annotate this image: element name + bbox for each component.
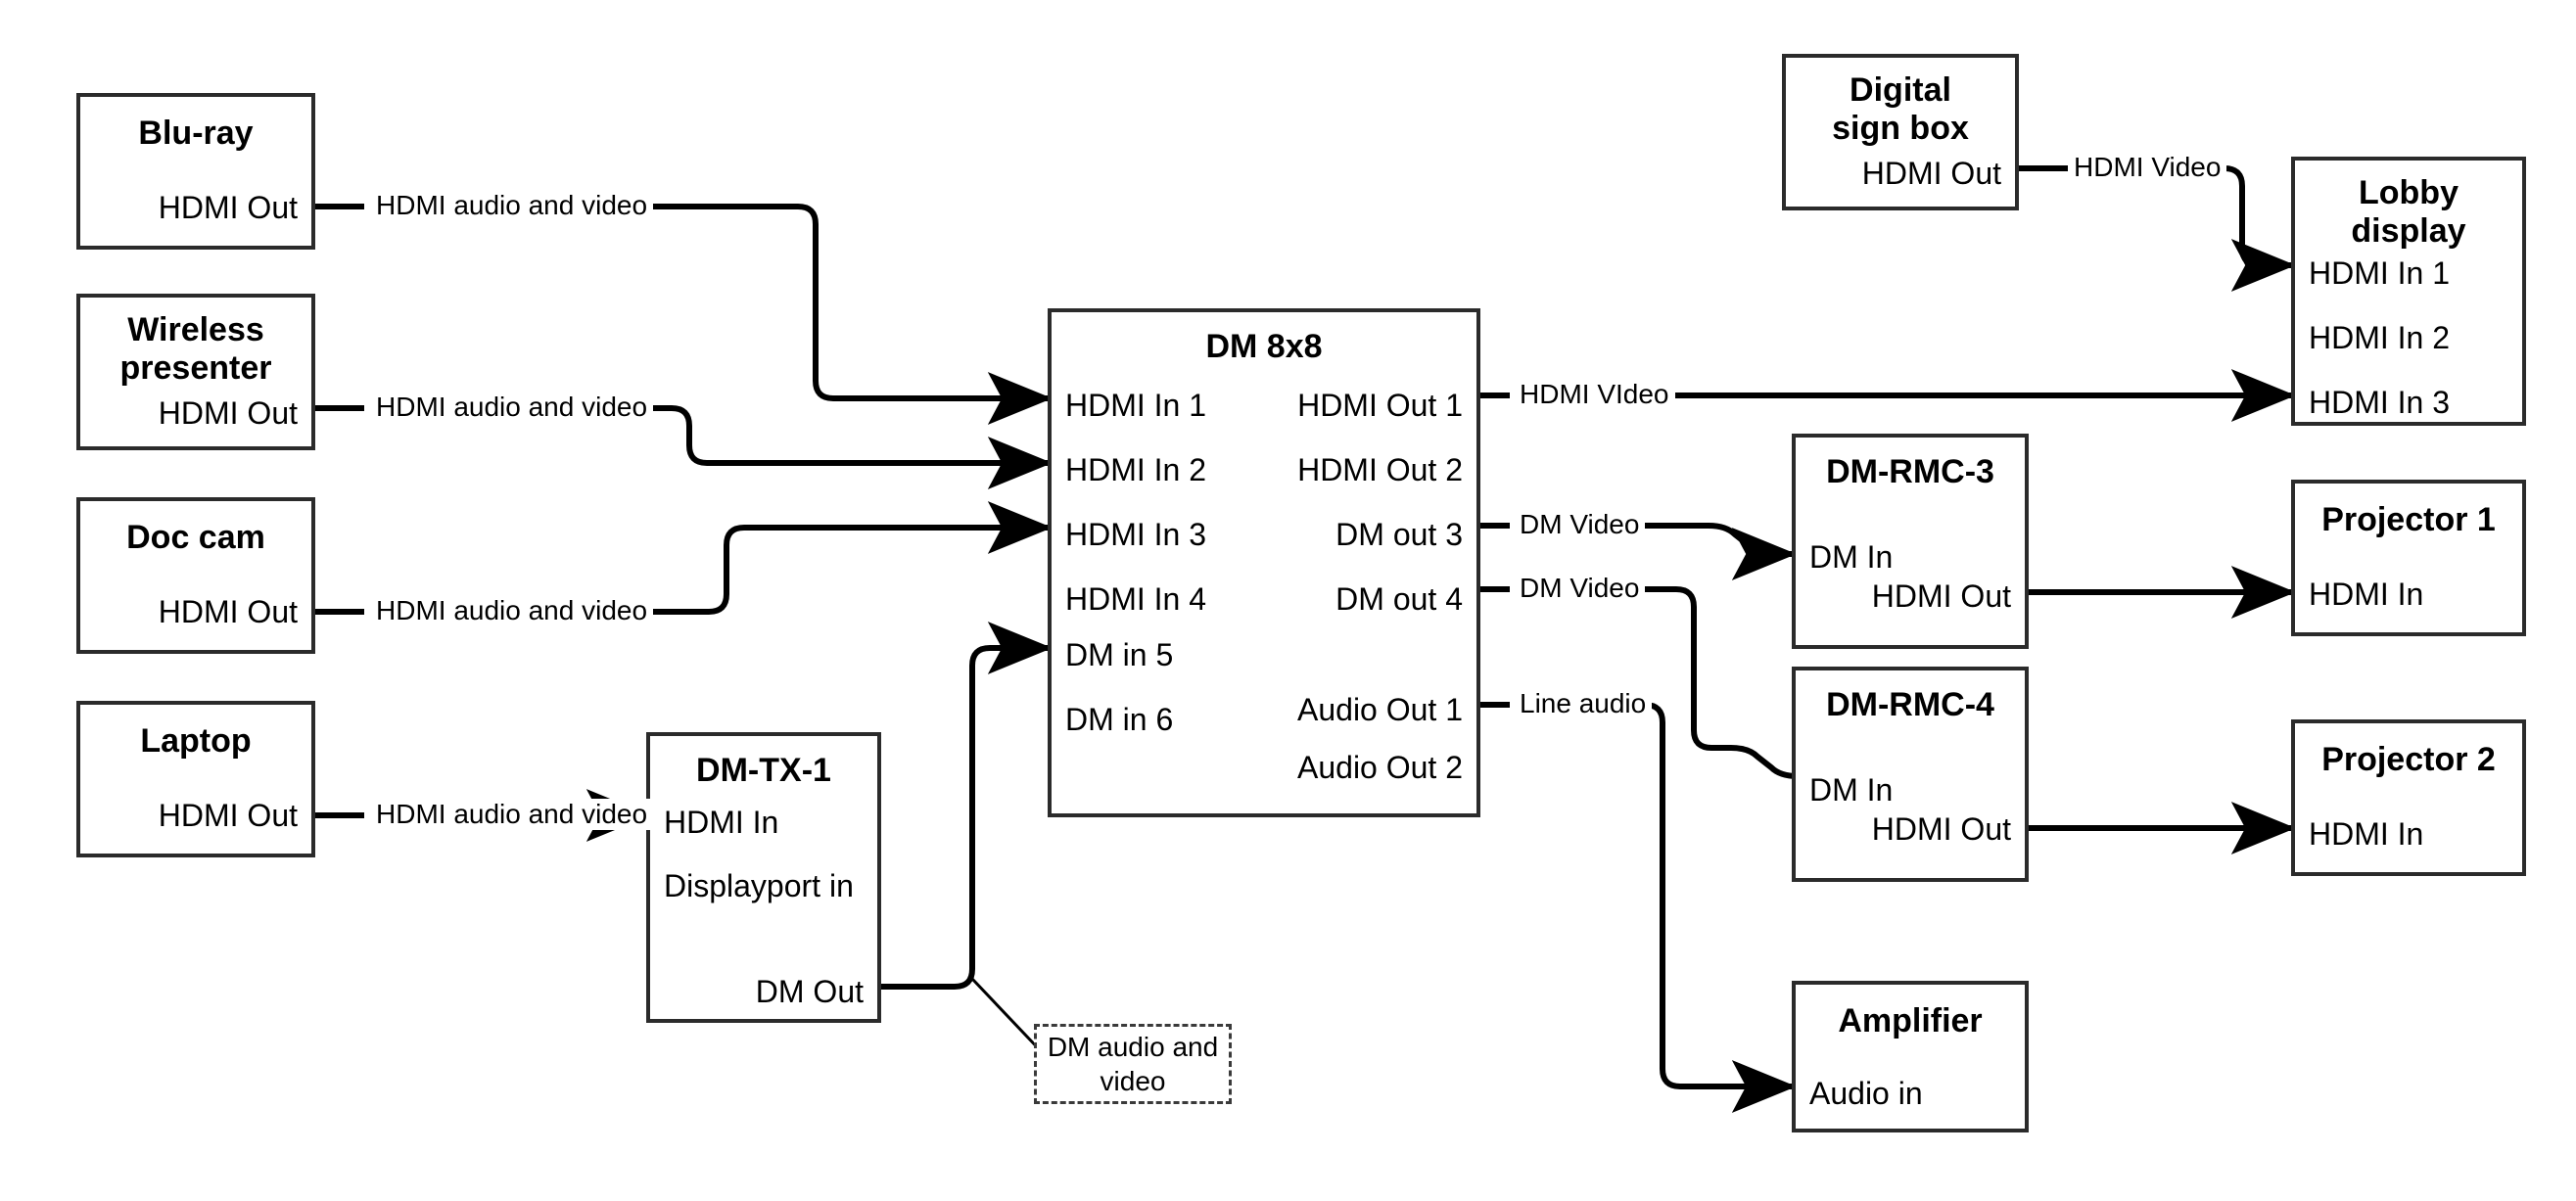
node-dm-rmc-4[interactable]: DM-RMC-4 DM In HDMI Out — [1792, 667, 2029, 882]
port-dmtx1-dm-out[interactable]: DM Out — [755, 974, 864, 1009]
node-digital-sign-box[interactable]: Digital sign box HDMI Out — [1782, 54, 2019, 210]
wire-bluray-to-hdmi-in-1 — [315, 204, 1048, 398]
wire-label-wireless-to-in2: HDMI audio and video — [370, 392, 654, 423]
port-dm8x8-hdmi-in-1[interactable]: HDMI In 1 — [1065, 388, 1207, 423]
port-dm8x8-dm-out-3[interactable]: DM out 3 — [1335, 517, 1463, 552]
node-dm-8x8-title: DM 8x8 — [1205, 328, 1323, 365]
node-bluray[interactable]: Blu-ray HDMI Out — [76, 93, 315, 250]
node-amplifier[interactable]: Amplifier Audio in — [1792, 981, 2029, 1132]
wire-dmout3-to-rmc3 — [1480, 526, 1792, 554]
port-dm8x8-dm-in-5[interactable]: DM in 5 — [1065, 637, 1174, 672]
port-lobby-hdmi-in-2[interactable]: HDMI In 2 — [2309, 320, 2451, 355]
wire-sign-to-lobby-in-1 — [2019, 165, 2291, 265]
port-dm8x8-hdmi-out-2[interactable]: HDMI Out 2 — [1297, 452, 1463, 487]
node-laptop-title: Laptop — [140, 722, 252, 760]
wire-doccam-to-hdmi-in-3 — [315, 528, 1048, 615]
port-digital-sign-hdmi-out[interactable]: HDMI Out — [1861, 156, 2001, 191]
wire-wireless-to-hdmi-in-2 — [315, 408, 1048, 463]
port-bluray-hdmi-out[interactable]: HDMI Out — [158, 190, 298, 225]
node-laptop[interactable]: Laptop HDMI Out — [76, 701, 315, 857]
callout-dm-audio-and-video: DM audio and video — [1034, 1024, 1232, 1104]
node-wireless-presenter[interactable]: Wireless presenter HDMI Out — [76, 294, 315, 450]
port-dm8x8-audio-out-1[interactable]: Audio Out 1 — [1297, 692, 1463, 727]
node-lobby-display[interactable]: Lobby display HDMI In 1 HDMI In 2 HDMI I… — [2291, 157, 2526, 426]
wire-dmtx1-to-dm-in-5 — [881, 622, 1053, 990]
node-projector-1-title: Projector 1 — [2321, 501, 2496, 538]
node-projector-2-title: Projector 2 — [2321, 741, 2496, 778]
port-dm8x8-hdmi-out-1[interactable]: HDMI Out 1 — [1297, 388, 1463, 423]
node-projector-2[interactable]: Projector 2 HDMI In — [2291, 719, 2526, 876]
node-dm-tx-1-title: DM-TX-1 — [696, 752, 831, 789]
port-lobby-hdmi-in-1[interactable]: HDMI In 1 — [2309, 255, 2451, 291]
port-dm8x8-dm-out-4[interactable]: DM out 4 — [1335, 581, 1463, 617]
port-dm8x8-hdmi-in-4[interactable]: HDMI In 4 — [1065, 581, 1207, 617]
port-rmc3-dm-in[interactable]: DM In — [1809, 539, 1894, 575]
node-wireless-presenter-title: Wireless presenter — [119, 311, 272, 388]
port-rmc4-hdmi-out[interactable]: HDMI Out — [1871, 811, 2011, 847]
port-dm8x8-audio-out-2[interactable]: Audio Out 2 — [1297, 750, 1463, 785]
port-dm8x8-dm-in-6[interactable]: DM in 6 — [1065, 702, 1174, 737]
node-amplifier-title: Amplifier — [1838, 1002, 1983, 1039]
port-dmtx1-hdmi-in[interactable]: HDMI In — [664, 805, 779, 840]
node-doc-cam[interactable]: Doc cam HDMI Out — [76, 497, 315, 654]
wire-dmout4-to-rmc4 — [1480, 586, 1798, 776]
wire-label-bluray-to-in1: HDMI audio and video — [370, 190, 654, 221]
node-bluray-title: Blu-ray — [138, 115, 254, 152]
port-laptop-hdmi-out[interactable]: HDMI Out — [158, 798, 298, 833]
wire-label-audioout1-to-amp: Line audio — [1514, 688, 1653, 719]
wire-label-doccam-to-in3: HDMI audio and video — [370, 595, 654, 626]
node-dm-rmc-4-title: DM-RMC-4 — [1826, 686, 1994, 723]
port-dmtx1-displayport-in[interactable]: Displayport in — [664, 868, 854, 903]
node-projector-1[interactable]: Projector 1 HDMI In — [2291, 480, 2526, 636]
port-dm8x8-hdmi-in-3[interactable]: HDMI In 3 — [1065, 517, 1207, 552]
wire-audioout1-to-amplifier — [1480, 702, 1792, 1086]
wire-label-laptop-to-dmtx1: HDMI audio and video — [370, 799, 654, 830]
node-doc-cam-title: Doc cam — [126, 519, 265, 556]
wire-label-sign-to-lobby: HDMI Video — [2068, 152, 2227, 183]
node-dm-8x8[interactable]: DM 8x8 HDMI In 1 HDMI In 2 HDMI In 3 HDM… — [1048, 308, 1480, 817]
node-digital-sign-box-title: Digital sign box — [1832, 71, 1969, 148]
port-doccam-hdmi-out[interactable]: HDMI Out — [158, 594, 298, 629]
wire-label-dmout4-to-rmc4: DM Video — [1514, 573, 1646, 604]
node-dm-tx-1[interactable]: DM-TX-1 HDMI In Displayport in DM Out — [646, 732, 881, 1023]
port-amplifier-audio-in[interactable]: Audio in — [1809, 1076, 1923, 1111]
port-dm8x8-hdmi-in-2[interactable]: HDMI In 2 — [1065, 452, 1207, 487]
node-dm-rmc-3[interactable]: DM-RMC-3 DM In HDMI Out — [1792, 434, 2029, 649]
port-projector1-hdmi-in[interactable]: HDMI In — [2309, 577, 2424, 612]
port-rmc4-dm-in[interactable]: DM In — [1809, 772, 1894, 808]
port-lobby-hdmi-in-3[interactable]: HDMI In 3 — [2309, 385, 2451, 420]
callout-leader-line — [970, 977, 1046, 1056]
node-lobby-display-title: Lobby display — [2351, 174, 2466, 251]
wire-label-hdmiout1-to-lobby: HDMI VIdeo — [1514, 379, 1675, 410]
port-wireless-hdmi-out[interactable]: HDMI Out — [158, 395, 298, 431]
port-rmc3-hdmi-out[interactable]: HDMI Out — [1871, 578, 2011, 614]
node-dm-rmc-3-title: DM-RMC-3 — [1826, 453, 1994, 490]
port-projector2-hdmi-in[interactable]: HDMI In — [2309, 816, 2424, 852]
wire-label-dmout3-to-rmc3: DM Video — [1514, 509, 1646, 540]
